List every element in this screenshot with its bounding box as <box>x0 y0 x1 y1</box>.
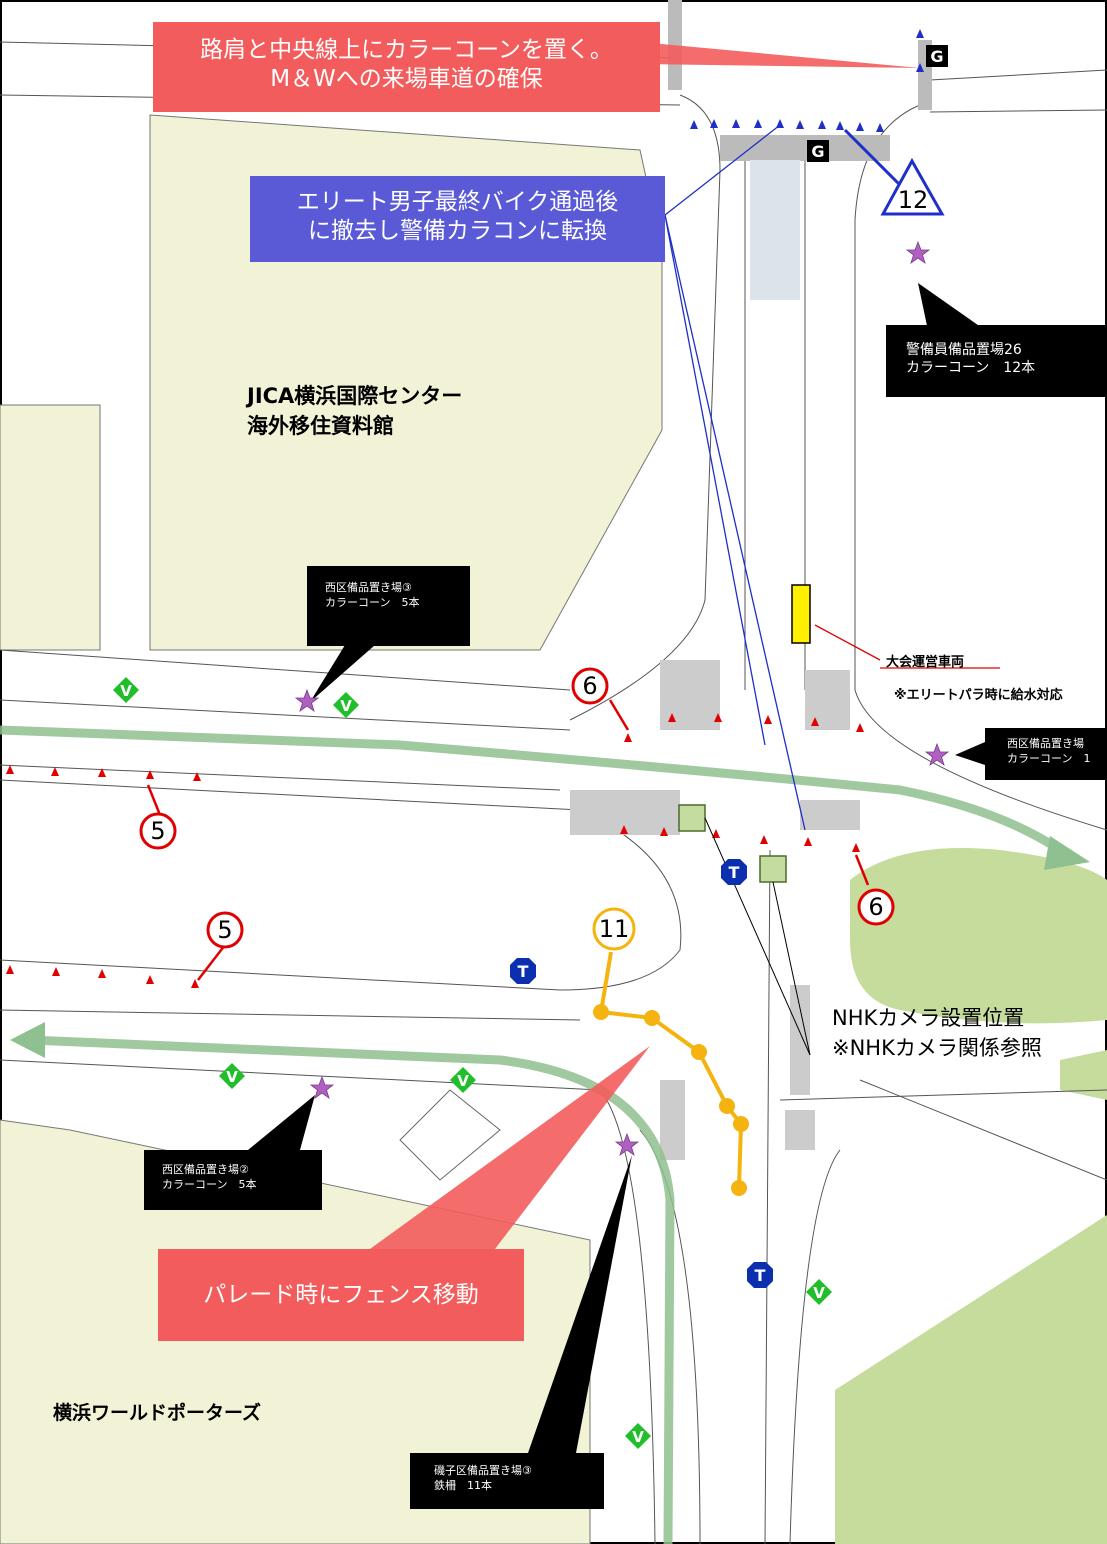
guard-storage-26: 警備員備品置場26 カラーコーン 12本 <box>886 325 1107 397</box>
nishi-right-pointer <box>955 742 985 765</box>
svg-text:G: G <box>930 47 943 66</box>
parade-callout-pointer <box>370 1046 650 1249</box>
marker-5b-label: 5 <box>217 916 233 944</box>
marker-12-label: 12 <box>897 186 929 214</box>
cone-callout-pointer <box>640 42 920 68</box>
vehicle-note: ※エリートパラ時に給水対応 <box>894 688 1063 703</box>
cone-placement-line1: 路肩と中央線上にカラーコーンを置く。 <box>200 37 613 63</box>
elite-removal-line2: に撤去し警備カラコンに転換 <box>308 218 607 244</box>
nhk-camera-box-2 <box>678 804 706 832</box>
jica-building-label: JICA横浜国際センター 海外移住資料館 <box>247 381 567 441</box>
cone-placement-line2: M＆Wへの来場車道の確保 <box>270 66 543 92</box>
elite-removal-line1: エリート男子最終バイク通過後 <box>296 189 619 215</box>
green-area-mid <box>850 848 1107 1024</box>
elite-removal-callout: エリート男子最終バイク通過後 に撤去し警備カラコンに転換 <box>250 176 665 262</box>
fence-posts <box>593 1004 749 1196</box>
nishi-storage-3-items: カラーコーン 5本 <box>325 596 420 609</box>
green-area-right <box>1060 1050 1107 1100</box>
nishi-storage-2: 西区備品置き場② カラーコーン 5本 <box>144 1150 322 1210</box>
nishi2-pointer <box>248 1095 315 1150</box>
isogo-storage-3: 磯子区備品置き場③ 鉄柵 11本 <box>410 1453 604 1509</box>
nhk-line2: ※NHKカメラ関係参照 <box>832 1036 1042 1060</box>
blue-leader-lines <box>664 124 902 831</box>
nishi-storage-2-items: カラーコーン 5本 <box>162 1178 257 1191</box>
nishi-storage-2-title: 西区備品置き場② <box>162 1163 249 1176</box>
world-porters-label: 横浜ワールドポーターズ <box>53 1402 262 1424</box>
isogo-storage-3-items: 鉄柵 11本 <box>434 1479 492 1492</box>
green-area-bottom <box>835 1215 1107 1544</box>
left-building <box>0 404 101 651</box>
g-mark-1: G <box>926 45 948 67</box>
nhk-camera-label: NHKカメラ設置位置 ※NHKカメラ関係参照 <box>832 1003 1042 1063</box>
nishi-storage-3-title: 西区備品置き場③ <box>325 581 412 594</box>
event-vehicle <box>791 584 811 644</box>
jica-line1: JICA横浜国際センター <box>247 384 463 408</box>
guard-storage-26-items: カラーコーン 12本 <box>906 360 1036 376</box>
nishi-storage-right: 西区備品置き場 カラーコーン 1 <box>985 728 1107 780</box>
isogo-storage-3-title: 磯子区備品置き場③ <box>434 1464 532 1477</box>
jica-line2: 海外移住資料館 <box>247 414 394 438</box>
marker-6b-label: 6 <box>868 893 884 921</box>
parade-fence-callout: パレード時にフェンス移動 <box>158 1249 524 1341</box>
marker-6a-label: 6 <box>582 672 598 700</box>
guard-storage-26-title: 警備員備品置場26 <box>906 342 1022 358</box>
g-mark-2: G <box>807 140 829 162</box>
nhk-camera-box-1 <box>759 855 787 883</box>
road-lines <box>0 41 1107 1544</box>
route-green <box>0 725 1063 1544</box>
route-arrow-right <box>1044 836 1090 870</box>
cone-placement-callout: 路肩と中央線上にカラーコーンを置く。 M＆Wへの来場車道の確保 <box>153 22 660 112</box>
nishi-storage-right-items: カラーコーン 1 <box>1007 752 1091 765</box>
parade-fence-text: パレード時にフェンス移動 <box>203 1282 479 1308</box>
isogo3-pointer <box>528 1155 632 1453</box>
vehicle-label: 大会運営車両 <box>886 655 965 670</box>
route-arrow-left <box>10 1022 45 1058</box>
marker-11-label: 11 <box>598 915 630 943</box>
nhk-line1: NHKカメラ設置位置 <box>832 1006 1025 1030</box>
svg-text:G: G <box>811 142 824 161</box>
nishi-storage-3: 西区備品置き場③ カラーコーン 5本 <box>307 566 470 646</box>
nishi-storage-right-title: 西区備品置き場 <box>1007 737 1084 750</box>
marker-5a-label: 5 <box>150 817 166 845</box>
marker-12-triangle <box>880 157 945 216</box>
nhk-leader-lines <box>704 817 811 1056</box>
number-circles <box>139 667 895 951</box>
red-leader-lines <box>146 624 881 981</box>
nishi3-pointer <box>310 645 375 702</box>
